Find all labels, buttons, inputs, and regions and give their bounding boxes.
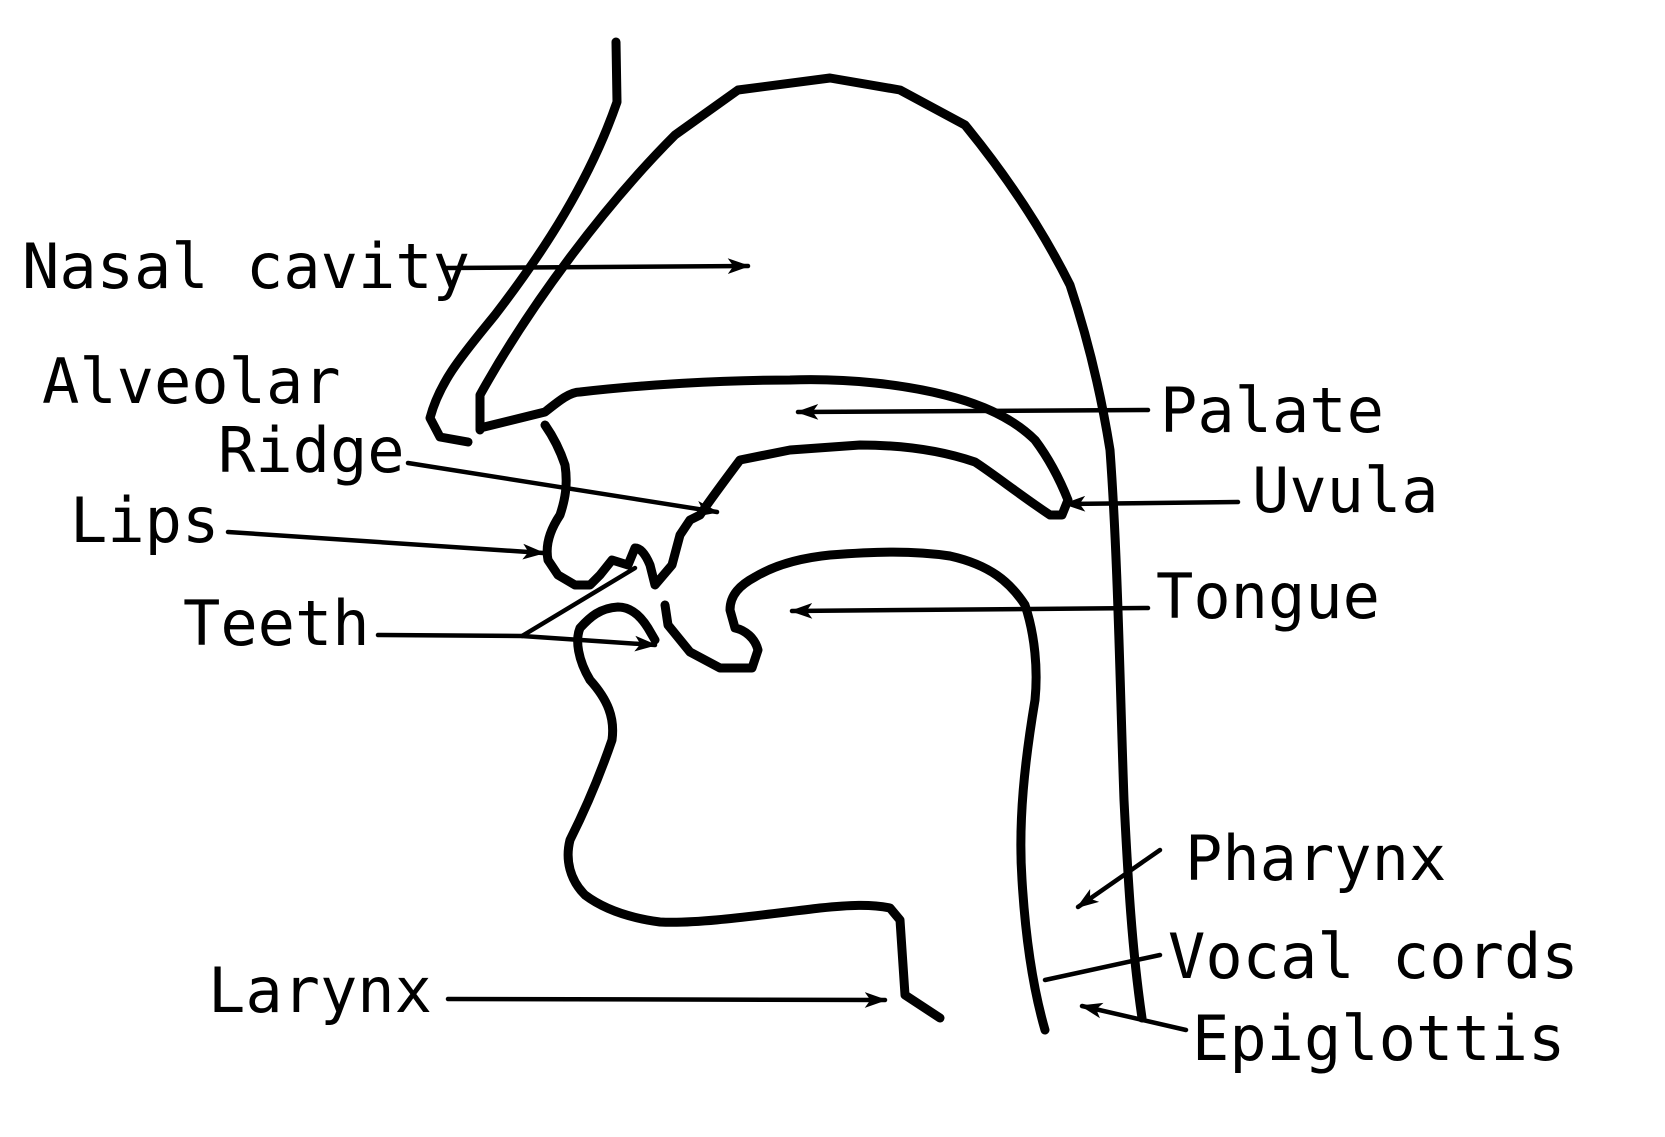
tongue-leader — [789, 602, 1151, 619]
vocal-cords-leader — [1042, 952, 1163, 983]
nose-outline — [425, 37, 622, 447]
nasal-cavity-leader — [442, 258, 751, 275]
palate-outline — [475, 375, 1073, 590]
label-alveolar: Alveolar — [42, 345, 341, 418]
label-ridge: Ridge — [218, 414, 405, 487]
head-dome-outline — [475, 73, 1147, 1023]
pharynx-leader — [1075, 847, 1163, 910]
label-vocal-cords: Vocal cords — [1168, 920, 1579, 993]
label-pharynx: Pharynx — [1185, 822, 1446, 895]
label-palate: Palate — [1160, 374, 1384, 447]
label-uvula: Uvula — [1252, 454, 1439, 527]
teeth-leader-lower — [519, 633, 658, 652]
epiglottis-leader — [1079, 1002, 1189, 1033]
lower-jaw-outline — [563, 602, 945, 1023]
tongue-outline — [660, 547, 1050, 1035]
palate-leader — [795, 404, 1151, 420]
label-larynx: Larynx — [208, 954, 432, 1027]
label-tongue: Tongue — [1156, 560, 1380, 633]
label-lips: Lips — [70, 484, 219, 557]
label-epiglottis: Epiglottis — [1192, 1002, 1565, 1075]
uvula-leader — [1062, 495, 1241, 512]
lips-leader — [225, 529, 546, 560]
alveolar-ridge-leader — [405, 460, 720, 517]
larynx-leader — [445, 992, 888, 1008]
label-nasal-cavity: Nasal cavity — [22, 230, 470, 303]
label-teeth: Teeth — [183, 587, 370, 660]
